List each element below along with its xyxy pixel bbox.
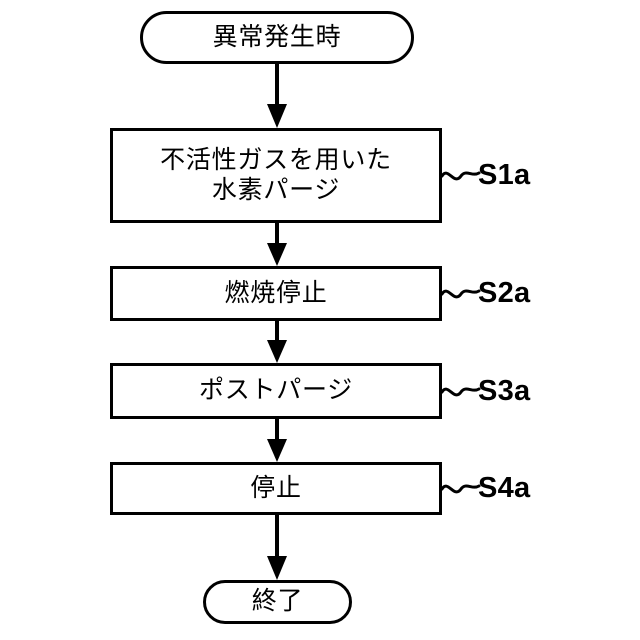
process-label-s4a: 停止 [250, 473, 302, 502]
end-terminal-label: 終了 [251, 587, 304, 616]
process-box-s3a: ポストパージ [110, 363, 442, 419]
squiggle-connector-s1a [441, 171, 481, 181]
process-box-s1a: 不活性ガスを用いた 水素パージ [110, 128, 442, 223]
squiggle-connector-s2a [441, 289, 481, 299]
process-label-s2a: 燃焼停止 [224, 278, 328, 307]
step-tag-s1a: S1a [478, 159, 531, 191]
process-box-s2a: 燃焼停止 [110, 266, 442, 321]
process-label-s3a: ポストパージ [198, 376, 353, 405]
step-tag-s3a: S3a [478, 375, 531, 407]
arrow-s2a-to-s3a [267, 319, 287, 363]
squiggle-connector-s3a [441, 387, 481, 397]
arrow-s3a-to-s4a [267, 417, 287, 462]
arrow-s4a-to-end [267, 513, 287, 580]
end-terminal: 終了 [203, 580, 352, 624]
arrow-s1a-to-s2a [267, 221, 287, 266]
process-box-s4a: 停止 [110, 462, 442, 515]
process-label-s1a: 不活性ガスを用いた 水素パージ [160, 146, 392, 204]
step-tag-s2a: S2a [478, 277, 531, 309]
arrow-start-to-s1a [267, 62, 287, 128]
step-tag-s4a: S4a [478, 472, 531, 504]
start-terminal: 異常発生時 [140, 11, 414, 64]
squiggle-connector-s4a [441, 484, 481, 494]
start-terminal-label: 異常発生時 [212, 22, 342, 51]
